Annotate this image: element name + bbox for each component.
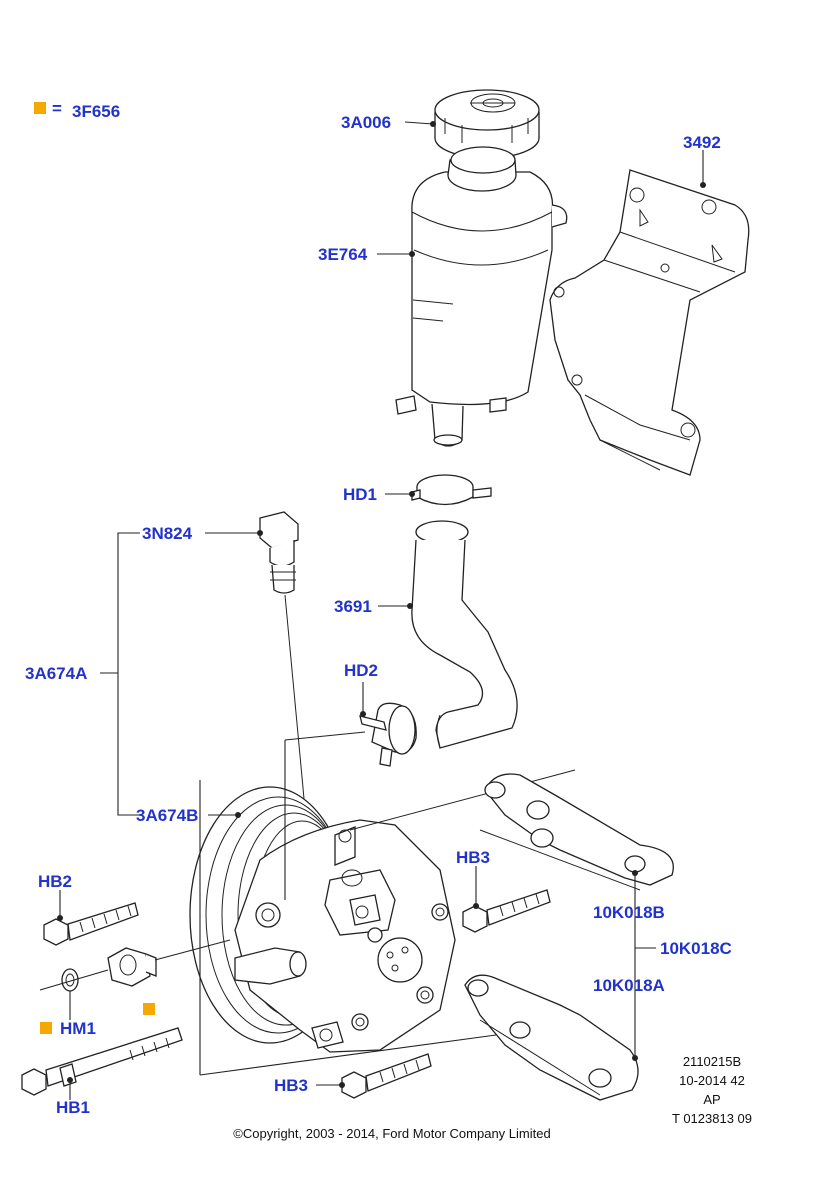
hose-clamp-hd2[interactable] (359, 702, 417, 767)
callout-3492: 3492 (683, 133, 721, 152)
union-fitting[interactable] (107, 947, 157, 987)
steering-pump[interactable] (189, 731, 576, 1076)
callout-3a674b: 3A674B (136, 806, 198, 825)
legend-marker-icon (34, 102, 46, 114)
callout-3a674a: 3A674A (25, 664, 87, 683)
legend: = 3F656 (34, 99, 120, 121)
callout-3n824: 3N824 (142, 524, 193, 543)
bracket-upper-10k018b[interactable] (479, 773, 674, 891)
info-line-4: T 0123813 09 (672, 1111, 752, 1126)
info-line-3: AP (703, 1092, 720, 1107)
seal-marker-icon (40, 1022, 52, 1034)
bolt-hb2[interactable] (43, 902, 139, 946)
bolt-hb1-long[interactable] (21, 1027, 183, 1096)
info-line-2: 10-2014 42 (679, 1073, 745, 1088)
bolt-hb3-bottom[interactable] (341, 1053, 432, 1099)
bracket-lower-10k018a[interactable] (464, 974, 639, 1101)
callout-3e764: 3E764 (318, 245, 368, 264)
reservoir[interactable] (395, 146, 568, 447)
hose-3691[interactable] (411, 520, 518, 749)
callout-10k018a: 10K018A (593, 976, 665, 995)
legend-equals: = (52, 99, 62, 118)
legend-part: 3F656 (72, 102, 120, 121)
callout-10k018c: 10K018C (660, 939, 732, 958)
reservoir-cap[interactable] (434, 89, 540, 159)
info-block: 2110215B 10-2014 42 AP T 0123813 09 (672, 1054, 752, 1126)
leader-lines (57, 121, 706, 1100)
callout-10k018b: 10K018B (593, 903, 665, 922)
mounting-bracket-3492[interactable] (549, 169, 750, 476)
fitting-marker-icon (143, 1003, 155, 1015)
callout-3a006: 3A006 (341, 113, 391, 132)
callout-hm1: HM1 (60, 1019, 96, 1038)
callout-hb3-middle: HB3 (456, 848, 490, 867)
info-line-1: 2110215B (683, 1054, 741, 1069)
copyright: ©Copyright, 2003 - 2014, Ford Motor Comp… (233, 1126, 550, 1141)
callout-hb2: HB2 (38, 872, 72, 891)
callout-hd1: HD1 (343, 485, 377, 504)
pressure-sensor[interactable] (259, 511, 321, 971)
callout-3691: 3691 (334, 597, 372, 616)
hose-clamp-hd1[interactable] (411, 474, 492, 506)
callout-hb3-bottom: HB3 (274, 1076, 308, 1095)
callout-hb1: HB1 (56, 1098, 90, 1117)
bolt-hb3-middle[interactable] (462, 889, 551, 933)
callout-hd2: HD2 (344, 661, 378, 680)
